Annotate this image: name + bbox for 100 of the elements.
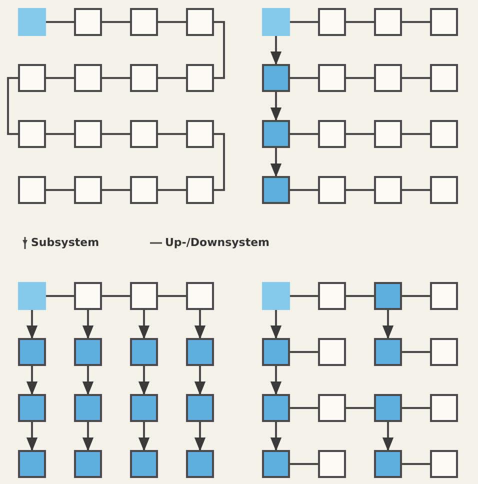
connector-line bbox=[290, 295, 318, 297]
arrow bbox=[26, 422, 38, 452]
square-node bbox=[130, 338, 158, 366]
square-node bbox=[262, 120, 290, 148]
square-node bbox=[18, 282, 46, 310]
square-node bbox=[262, 176, 290, 204]
connector-line bbox=[402, 295, 430, 297]
connector-line bbox=[46, 133, 74, 135]
legend-text: Subsystem bbox=[31, 236, 100, 249]
square-node bbox=[262, 394, 290, 422]
square-node bbox=[262, 282, 290, 310]
connector-line bbox=[158, 133, 186, 135]
square-node bbox=[74, 338, 102, 366]
connector-line bbox=[214, 133, 225, 191]
connector-line bbox=[346, 407, 374, 409]
square-node bbox=[186, 282, 214, 310]
connector-line bbox=[402, 77, 430, 79]
square-node bbox=[374, 8, 402, 36]
square-node bbox=[374, 338, 402, 366]
square-node bbox=[130, 120, 158, 148]
square-node bbox=[18, 8, 46, 36]
connector-line bbox=[214, 21, 225, 79]
square-node bbox=[374, 450, 402, 478]
connector-line bbox=[346, 295, 374, 297]
arrow bbox=[82, 310, 94, 340]
square-node bbox=[18, 64, 46, 92]
square-node bbox=[18, 394, 46, 422]
connector-line bbox=[346, 133, 374, 135]
square-node bbox=[74, 394, 102, 422]
connector-line bbox=[402, 407, 430, 409]
connector-line bbox=[290, 133, 318, 135]
square-node bbox=[130, 450, 158, 478]
square-node bbox=[130, 176, 158, 204]
square-node bbox=[74, 450, 102, 478]
square-node bbox=[74, 64, 102, 92]
square-node bbox=[374, 394, 402, 422]
arrow bbox=[26, 310, 38, 340]
square-node bbox=[130, 394, 158, 422]
square-node bbox=[18, 450, 46, 478]
connector-line bbox=[102, 133, 130, 135]
square-node bbox=[318, 338, 346, 366]
connector-line bbox=[346, 21, 374, 23]
connector-line bbox=[290, 463, 318, 465]
arrow bbox=[138, 366, 150, 396]
square-node bbox=[74, 8, 102, 36]
connector-line bbox=[158, 77, 186, 79]
square-node bbox=[130, 64, 158, 92]
square-node bbox=[262, 450, 290, 478]
legend-text: Up-/Downsystem bbox=[165, 236, 270, 249]
connector-line bbox=[402, 463, 430, 465]
square-node bbox=[430, 120, 458, 148]
connector-line bbox=[402, 189, 430, 191]
arrow bbox=[26, 366, 38, 396]
square-node bbox=[374, 64, 402, 92]
square-node bbox=[430, 176, 458, 204]
arrow bbox=[194, 422, 206, 452]
square-node bbox=[186, 176, 214, 204]
square-node bbox=[130, 8, 158, 36]
square-node bbox=[430, 282, 458, 310]
connector-line bbox=[402, 133, 430, 135]
square-node bbox=[430, 450, 458, 478]
square-node bbox=[430, 64, 458, 92]
connector-line bbox=[46, 295, 74, 297]
connector-line bbox=[102, 21, 130, 23]
connector-line bbox=[7, 77, 18, 135]
arrow bbox=[270, 310, 282, 340]
arrow bbox=[194, 366, 206, 396]
arrow bbox=[82, 366, 94, 396]
connector-line bbox=[290, 77, 318, 79]
connector-line bbox=[46, 77, 74, 79]
square-node bbox=[186, 120, 214, 148]
square-node bbox=[74, 120, 102, 148]
square-node bbox=[430, 394, 458, 422]
arrow bbox=[270, 422, 282, 452]
square-node bbox=[186, 8, 214, 36]
arrow bbox=[270, 148, 282, 178]
square-node bbox=[318, 176, 346, 204]
square-node bbox=[318, 120, 346, 148]
square-node bbox=[74, 282, 102, 310]
connector-line bbox=[290, 21, 318, 23]
connector-line bbox=[290, 189, 318, 191]
connector-line bbox=[290, 407, 318, 409]
square-node bbox=[430, 338, 458, 366]
connector-line bbox=[102, 295, 130, 297]
connector-line bbox=[158, 189, 186, 191]
square-node bbox=[18, 338, 46, 366]
square-node bbox=[74, 176, 102, 204]
connector-line bbox=[102, 77, 130, 79]
square-node bbox=[318, 450, 346, 478]
connector-line bbox=[158, 21, 186, 23]
connector-line bbox=[46, 21, 74, 23]
connector-line bbox=[290, 351, 318, 353]
square-node bbox=[374, 120, 402, 148]
square-node bbox=[262, 64, 290, 92]
arrow bbox=[194, 310, 206, 340]
connector-line bbox=[102, 189, 130, 191]
square-node bbox=[318, 282, 346, 310]
square-node bbox=[374, 282, 402, 310]
square-node bbox=[186, 394, 214, 422]
connector-line bbox=[346, 189, 374, 191]
